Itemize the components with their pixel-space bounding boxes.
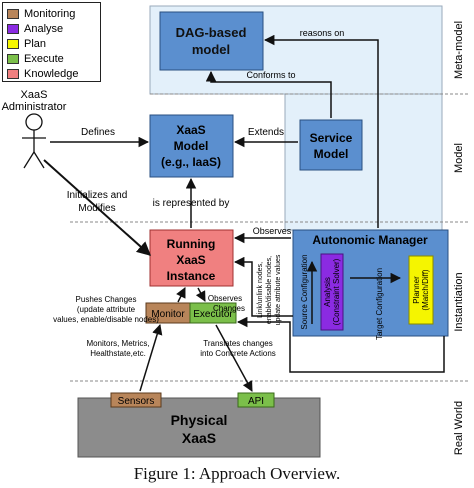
legend-swatch-execute: [7, 54, 19, 64]
actor-label-2: Administrator: [2, 101, 67, 113]
executor-api-line: [215, 324, 253, 392]
observes-changes-arrow: [195, 287, 206, 302]
analysis-label-2: (Constraint Solver): [332, 258, 341, 325]
legend-label-monitoring: Monitoring: [24, 8, 76, 20]
conforms-label: Conforms to: [246, 70, 295, 80]
link-unlink-label-2: enable/disable nodes,: [266, 256, 273, 324]
legend-item-knowledge: Knowledge: [7, 67, 78, 81]
xaas-model-label-2: Model: [174, 139, 209, 153]
actor-label-1: XaaS: [21, 89, 48, 101]
dag-model-label-2: model: [192, 42, 230, 57]
observes-changes-label-1: Observes: [208, 294, 242, 303]
legend-label-knowledge: Knowledge: [24, 68, 79, 80]
reasons-on-arrow: [263, 34, 379, 228]
legend-label-execute: Execute: [24, 53, 64, 65]
monitor-label: Monitor: [151, 309, 185, 320]
observes-label: Observes: [253, 226, 292, 236]
defines-label: Defines: [81, 127, 115, 138]
link-unlink-label-3: update attribute values: [275, 254, 282, 325]
monitor-sensors-line: [139, 323, 163, 392]
api-label: API: [248, 396, 264, 407]
observes-changes-label-2: Changes: [213, 304, 245, 313]
executor-label: Executor: [193, 309, 233, 320]
sensors-box: [110, 392, 162, 408]
monitors-label-2: Healthstate,etc.: [90, 349, 146, 358]
service-model-box: [299, 119, 363, 171]
service-model-label-1: Service: [310, 131, 353, 145]
xaas-model-label-1: XaaS: [176, 123, 205, 137]
figure-caption: Figure 1: Approach Overview.: [133, 464, 341, 483]
analysis-box: [320, 253, 344, 331]
source-config-label: Source Configuration: [300, 254, 309, 329]
layer-label-meta-model: Meta-model: [453, 21, 465, 79]
running-instance-label-1: Running: [167, 237, 216, 251]
executor-box: [189, 302, 237, 324]
initializes-label-1: Initializes and: [67, 190, 128, 201]
monitors-label-1: Monitors, Metrics,: [86, 339, 149, 348]
legend-item-execute: Execute: [7, 52, 64, 66]
legend-swatch-analyse: [7, 24, 19, 34]
planner-label-1: Planner: [412, 276, 421, 304]
layer-label-real-world: Real World: [453, 401, 465, 455]
api-box: [237, 392, 275, 408]
link-unlink-label-1: Link/unlink nodes,: [257, 262, 264, 318]
legend-swatch-plan: [7, 39, 19, 49]
analysis-label-1: Analysis: [323, 277, 332, 307]
represented-label: is represented by: [153, 198, 230, 209]
running-instance-label-3: Instance: [167, 269, 216, 283]
manager-executor-arrow: [236, 316, 445, 373]
dag-model-label-1: DAG-based: [176, 25, 247, 40]
planner-box: [408, 255, 434, 325]
legend-item-analyse: Analyse: [7, 22, 63, 36]
administrator-icon: [22, 113, 46, 169]
service-model-label-2: Model: [314, 147, 349, 161]
pushes-label-1: Pushes Changes: [76, 295, 137, 304]
initializes-arrow: [43, 159, 152, 256]
physical-xaas-box: [77, 397, 321, 458]
pushes-label-3: values, enable/disable nodes): [53, 315, 159, 324]
layer-label-model: Model: [453, 143, 465, 173]
autonomic-manager-title: Autonomic Manager: [312, 233, 428, 247]
physical-xaas-label-2: XaaS: [182, 430, 216, 446]
legend-label-plan: Plan: [24, 38, 47, 50]
translates-label-2: into Concrete Actions: [200, 349, 276, 358]
link-unlink-arrow: [233, 256, 293, 317]
legend-label-analyse: Analyse: [24, 23, 64, 35]
initializes-label-2: Modifies: [78, 203, 115, 214]
xaas-model-label-3: (e.g., IaaS): [161, 155, 221, 169]
legend-item-monitoring: Monitoring: [7, 7, 75, 21]
running-instance-box: [149, 229, 234, 287]
translates-label-1: Translates changes: [203, 339, 273, 348]
target-config-label: Target Configuration: [375, 268, 384, 340]
pushes-label-2: (update attribute: [77, 305, 136, 314]
xaas-model-box: [149, 114, 234, 178]
extends-label: Extends: [248, 127, 284, 138]
layer-label-instantiation: Instantiation: [453, 272, 465, 331]
conforms-arrow: [205, 70, 332, 118]
physical-xaas-label-1: Physical: [171, 412, 228, 428]
planner-label-2: (Match/Diff): [421, 269, 430, 311]
legend-swatch-monitoring: [7, 9, 19, 19]
running-instance-label-2: XaaS: [176, 253, 205, 267]
pushes-arrow: [176, 287, 186, 303]
legend: Monitoring Analyse Plan Execute Knowledg…: [2, 2, 101, 82]
legend-swatch-knowledge: [7, 69, 19, 79]
reasons-on-label: reasons on: [300, 28, 345, 38]
dag-model-box: [159, 11, 264, 71]
sensors-label: Sensors: [118, 396, 155, 407]
legend-item-plan: Plan: [7, 37, 46, 51]
